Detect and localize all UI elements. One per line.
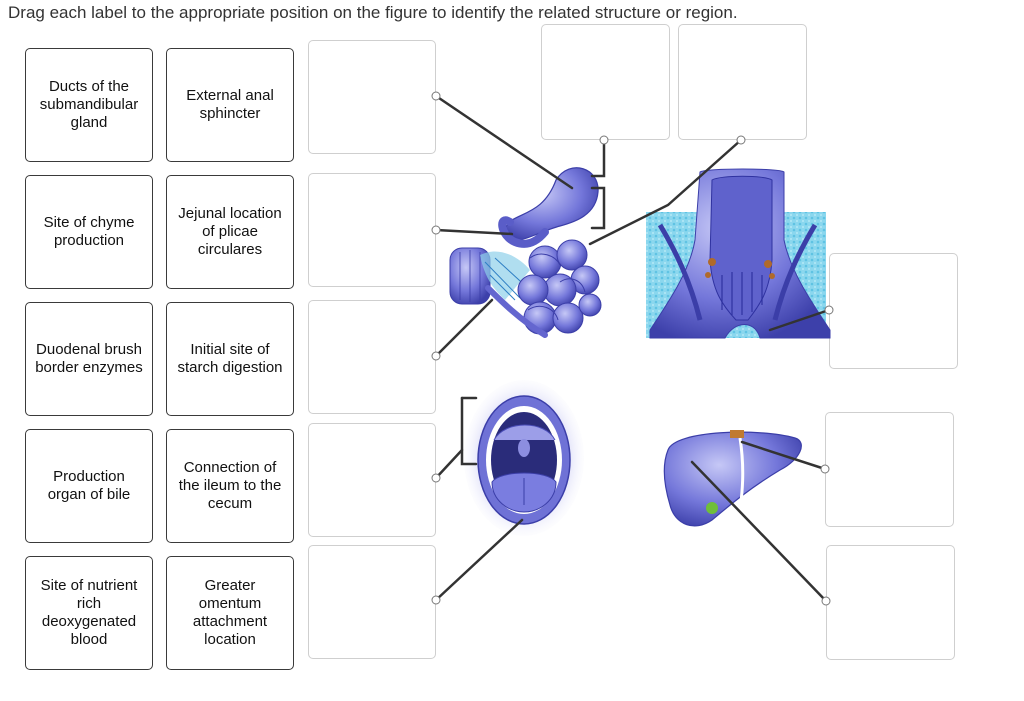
drop-target-9[interactable] <box>825 412 954 527</box>
anchor-points <box>431 91 834 606</box>
drop-target-4[interactable] <box>308 423 436 537</box>
intestine-illustration <box>449 167 602 338</box>
drop-target-7[interactable] <box>678 24 807 140</box>
mouth-illustration <box>464 380 584 536</box>
drop-target-8[interactable] <box>829 253 958 369</box>
drag-label-starch-digestion[interactable]: Initial site of starch digestion <box>166 302 294 416</box>
drag-label-deoxygenated-blood[interactable]: Site of nutrient rich deoxygenated blood <box>25 556 153 670</box>
drag-label-ducts-submandibular[interactable]: Ducts of the submandibular gland <box>25 48 153 162</box>
drop-target-6[interactable] <box>541 24 670 140</box>
liver-illustration <box>663 430 802 527</box>
drag-label-ileum-cecum[interactable]: Connection of the ileum to the cecum <box>166 429 294 543</box>
anal-canal-illustration <box>646 168 831 339</box>
drop-target-10[interactable] <box>826 545 955 660</box>
drag-label-chyme-production[interactable]: Site of chyme production <box>25 175 153 289</box>
leader-lines <box>434 94 831 603</box>
drag-label-jejunal-plicae[interactable]: Jejunal location of plicae circulares <box>166 175 294 289</box>
drop-target-3[interactable] <box>308 300 436 414</box>
instruction-text: Drag each label to the appropriate posit… <box>8 3 738 22</box>
drag-label-greater-omentum[interactable]: Greater omentum attachment location <box>166 556 294 670</box>
drop-target-2[interactable] <box>308 173 436 287</box>
drag-label-bile-organ[interactable]: Production organ of bile <box>25 429 153 543</box>
drag-label-external-anal-sphincter[interactable]: External anal sphincter <box>166 48 294 162</box>
drag-label-duodenal-enzymes[interactable]: Duodenal brush border enzymes <box>25 302 153 416</box>
